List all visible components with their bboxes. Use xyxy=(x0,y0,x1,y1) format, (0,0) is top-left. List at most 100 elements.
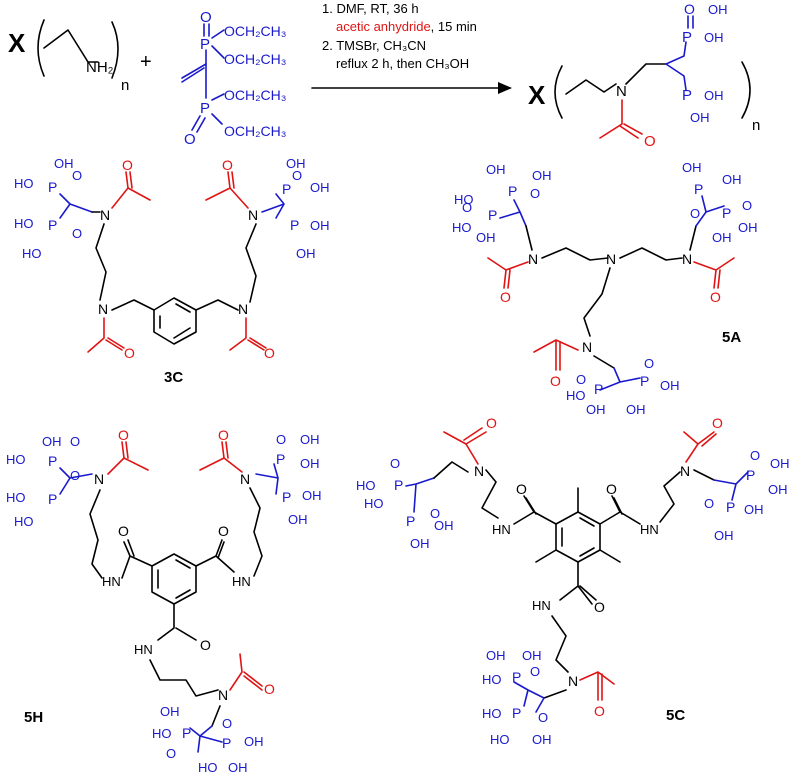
ho-group: HO xyxy=(490,732,510,747)
hn-group: HN xyxy=(232,574,251,589)
o-atom: O xyxy=(122,157,133,173)
p-atom: P xyxy=(200,100,210,117)
oh-group: OH xyxy=(300,456,320,471)
ho-group: HO xyxy=(22,246,42,261)
compound-3c: HO P O OH HO P O HO N O N O N O N O P O … xyxy=(14,156,330,386)
oh-group: OH xyxy=(310,180,330,195)
oh-group: OH xyxy=(660,378,680,393)
ethoxy-label: OCH₂CH₃ xyxy=(224,51,286,67)
product-subscript: n xyxy=(752,117,760,134)
reaction-conditions: 1. DMF, RT, 36 h acetic anhydride, 15 mi… xyxy=(311,1,512,94)
n-atom: N xyxy=(98,301,108,317)
oh-group: OH xyxy=(770,456,790,471)
p-atom: P xyxy=(512,669,521,685)
p-atom: P xyxy=(48,217,57,233)
oh-group: OH xyxy=(690,110,710,125)
compound-label-3c: 3C xyxy=(164,369,183,386)
oh-group: OH xyxy=(302,488,322,503)
o-atom: O xyxy=(690,206,700,221)
p-atom: P xyxy=(640,373,649,389)
ho-group: HO xyxy=(364,496,384,511)
o-atom: O xyxy=(750,448,760,463)
p-atom: P xyxy=(488,207,497,223)
o-atom: O xyxy=(390,456,400,471)
p-atom: P xyxy=(222,735,231,751)
hn-group: HN xyxy=(492,522,511,537)
n-atom: N xyxy=(218,687,228,703)
o-atom: O xyxy=(684,1,695,17)
p-atom: P xyxy=(726,499,735,515)
o-atom: O xyxy=(118,523,129,539)
n-atom: N xyxy=(100,207,110,223)
n-atom: N xyxy=(606,251,616,267)
oh-group: OH xyxy=(486,162,506,177)
oh-group: OH xyxy=(486,648,506,663)
reactant-vinylidene-bisphosphonate: P O OCH₂CH₃ OCH₂CH₃ P O OCH₂CH₃ OCH₂CH₃ xyxy=(181,9,286,148)
ho-group: HO xyxy=(452,220,472,235)
compound-label-5h: 5H xyxy=(24,709,43,726)
ethoxy-label: OCH₂CH₃ xyxy=(224,123,286,139)
o-atom: O xyxy=(118,427,129,443)
o-atom: O xyxy=(200,9,212,26)
oh-group: OH xyxy=(286,156,306,171)
o-atom: O xyxy=(644,133,656,150)
n-atom: N xyxy=(582,339,592,355)
p-atom: P xyxy=(694,181,703,197)
oh-group: OH xyxy=(768,482,788,497)
oh-group: OH xyxy=(288,512,308,527)
oh-group: OH xyxy=(410,536,430,551)
o-atom: O xyxy=(264,681,275,697)
o-atom: O xyxy=(530,186,540,201)
compound-5h: OH O HO P O HO P HO N O HN O O HN N O P … xyxy=(6,427,322,775)
hn-group: HN xyxy=(102,574,121,589)
product-polymer: X N O P O OH OH P OH OH n xyxy=(528,1,760,150)
oh-group: OH xyxy=(744,502,764,517)
n-atom: N xyxy=(248,207,258,223)
o-atom: O xyxy=(184,131,196,148)
oh-group: OH xyxy=(682,160,702,175)
oh-group: OH xyxy=(704,30,724,45)
ho-group: HO xyxy=(6,452,26,467)
oh-group: OH xyxy=(228,760,248,775)
oh-group: OH xyxy=(532,732,552,747)
o-atom: O xyxy=(276,432,286,447)
ho-group: HO xyxy=(14,514,34,529)
p-atom: P xyxy=(200,36,210,53)
ethoxy-label: OCH₂CH₃ xyxy=(224,23,286,39)
o-atom: O xyxy=(742,198,752,213)
p-atom: P xyxy=(682,87,692,104)
o-atom: O xyxy=(218,427,229,443)
o-atom: O xyxy=(222,157,233,173)
amine-label: NH₂ xyxy=(86,59,114,76)
ho-group: HO xyxy=(454,192,474,207)
condition-step2-detail: reflux 2 h, then CH₃OH xyxy=(336,56,469,71)
o-atom: O xyxy=(462,200,472,215)
oh-group: OH xyxy=(434,518,454,533)
o-atom: O xyxy=(710,289,721,305)
o-atom: O xyxy=(264,345,275,361)
o-atom: O xyxy=(72,226,82,241)
oh-group: OH xyxy=(714,528,734,543)
oh-group: OH xyxy=(626,402,646,417)
ethoxy-label: OCH₂CH₃ xyxy=(224,87,286,103)
o-atom: O xyxy=(124,345,135,361)
n-atom: N xyxy=(682,251,692,267)
o-atom: O xyxy=(516,481,527,497)
oh-group: OH xyxy=(522,648,542,663)
oh-group: OH xyxy=(296,246,316,261)
hn-group: HN xyxy=(640,522,659,537)
o-atom: O xyxy=(500,289,511,305)
condition-step2: 2. TMSBr, CH₃CN xyxy=(322,38,426,53)
oh-group: OH xyxy=(532,168,552,183)
n-atom: N xyxy=(94,471,104,487)
p-atom: P xyxy=(594,381,603,397)
oh-group: OH xyxy=(586,402,606,417)
p-atom: P xyxy=(282,489,291,505)
ho-group: HO xyxy=(14,176,34,191)
n-atom: N xyxy=(680,463,690,479)
oh-group: OH xyxy=(244,734,264,749)
o-atom: O xyxy=(486,415,497,431)
oh-group: OH xyxy=(160,704,180,719)
o-atom: O xyxy=(594,703,605,719)
